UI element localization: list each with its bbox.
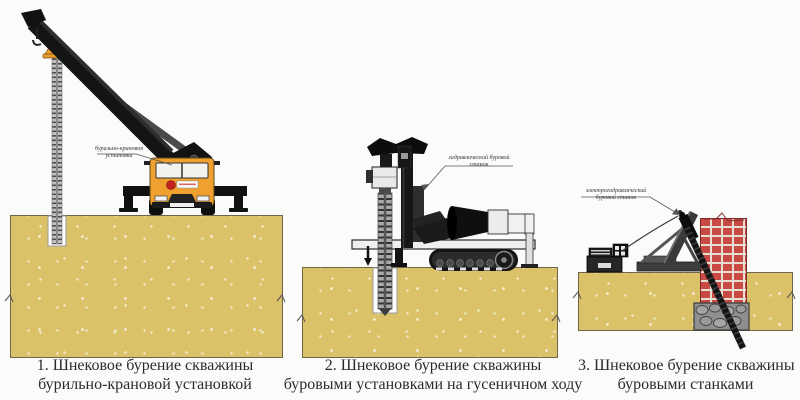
callout-line: установка xyxy=(105,153,133,160)
truck-wheel xyxy=(149,198,163,215)
ground-block-left xyxy=(10,215,283,358)
brick-column xyxy=(700,218,747,308)
control-unit xyxy=(586,243,629,273)
truck-cab xyxy=(119,157,248,215)
side-mirror xyxy=(144,161,150,165)
callout-crane-rig: бурильно-крановая установка xyxy=(92,146,146,160)
callout-electro-hydraulic-rig: электрогидравлический буровой станок xyxy=(578,188,654,202)
rotary-drive-head xyxy=(42,38,67,59)
grille xyxy=(168,194,196,202)
rear-support-jack xyxy=(521,213,538,268)
windshield xyxy=(155,162,209,179)
machine-base xyxy=(636,255,702,272)
callout-line: гидравлический буровой xyxy=(448,155,510,161)
deck-frame xyxy=(351,239,536,250)
bumper xyxy=(152,202,212,208)
drill-head-carriage xyxy=(366,154,398,193)
caption-line: буровыми станками xyxy=(617,375,754,393)
boom-linkage xyxy=(413,211,452,244)
callout-line: бурильно-крановая xyxy=(95,146,143,152)
callout-line: электрогидравлический xyxy=(585,188,647,194)
callout-hydraulic-rig: гидравлический буровой станок xyxy=(441,155,517,169)
name-plate xyxy=(176,180,199,189)
boom-turret xyxy=(160,142,212,176)
caption-panel-1: 1. Шнековое бурение скважины бурильно-кр… xyxy=(5,357,285,394)
caption-line: 2. Шнековое бурение скважины xyxy=(324,357,542,374)
drill-motor xyxy=(678,210,699,242)
front-support-jack xyxy=(391,248,407,267)
outrigger-beam xyxy=(123,186,247,196)
power-cable xyxy=(621,215,679,252)
caption-panel-3: 3. Шнековое бурение скважины буровыми ст… xyxy=(578,357,795,394)
inclined-mast xyxy=(641,210,699,268)
engine-housing xyxy=(447,206,531,240)
headlight xyxy=(154,195,168,202)
side-mirror xyxy=(214,161,220,165)
ground-block-middle xyxy=(302,267,558,358)
outrigger-foot xyxy=(119,208,138,212)
callout-line: буровой станок xyxy=(595,195,637,202)
caption-line: 3. Шнековое бурение скважины xyxy=(578,357,795,374)
down-arrow xyxy=(364,246,372,266)
license-plate xyxy=(170,203,194,207)
truck-wheel xyxy=(201,198,215,215)
mast-top-assembly xyxy=(367,137,428,169)
caption-panel-2: 2. Шнековое бурение скважины буровыми ус… xyxy=(283,357,583,394)
callout-line: станок xyxy=(469,162,489,169)
caption-line: 1. Шнековое бурение скважины xyxy=(36,357,254,374)
outrigger-foot xyxy=(229,208,248,212)
caption-line: буровыми установками на гусеничном ходу xyxy=(283,375,583,393)
logo-badge xyxy=(166,180,176,190)
caption-line: бурильно-крановой установкой xyxy=(38,375,252,393)
ground-block-right xyxy=(578,272,793,331)
boom-tip xyxy=(21,9,46,27)
headlight xyxy=(196,195,210,202)
drill-mast xyxy=(401,146,424,248)
leader-line-2 xyxy=(421,165,513,191)
